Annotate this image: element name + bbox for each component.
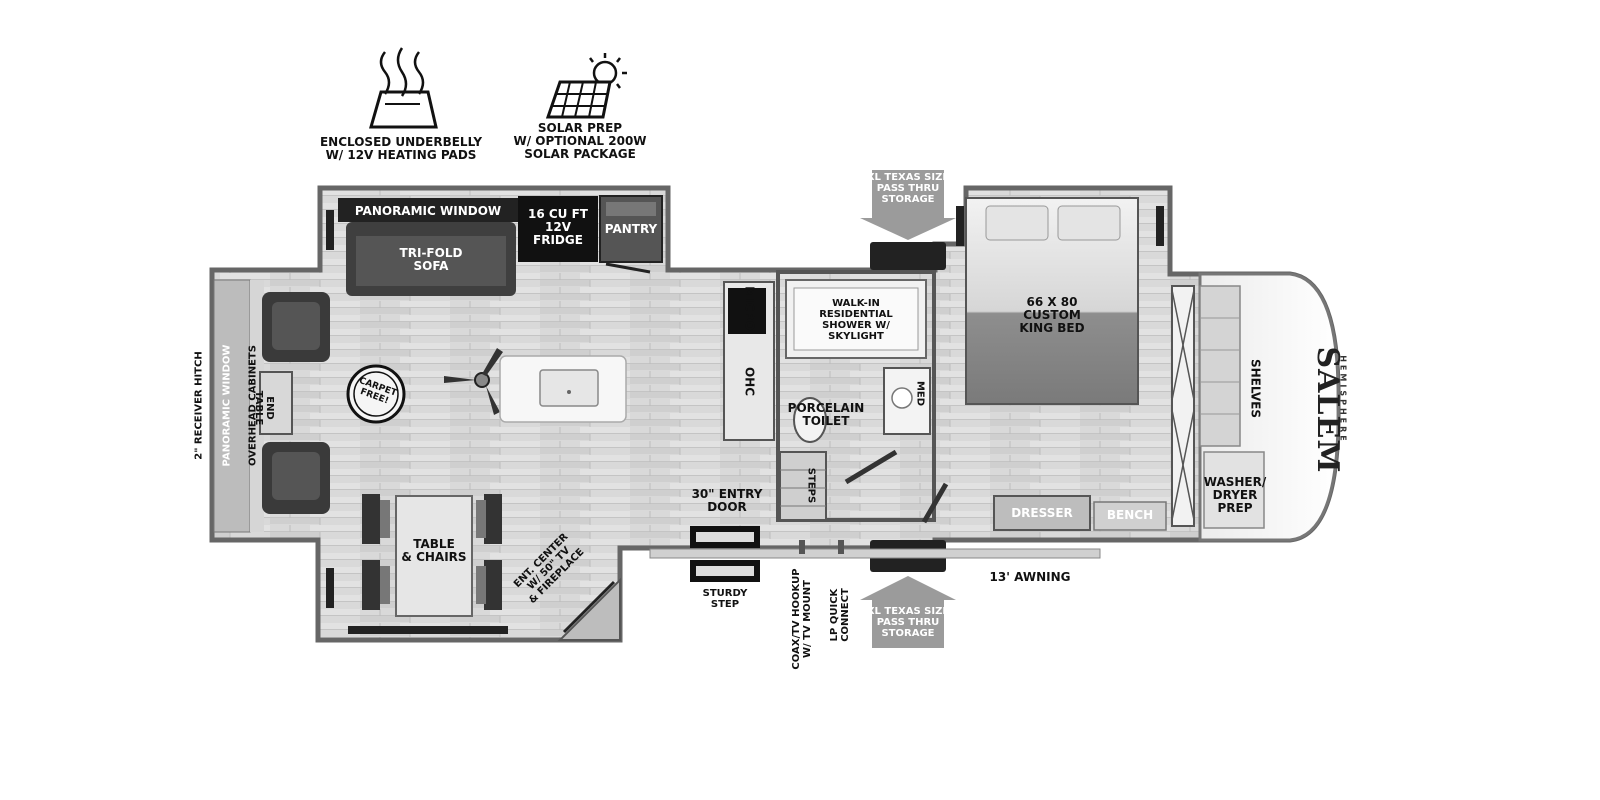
sink: [539, 369, 599, 407]
bench: [1093, 501, 1167, 531]
sofa-label: TRI-FOLD SOFA: [399, 246, 463, 273]
top-slideout-cabinet: [338, 198, 518, 222]
bottom-window: [348, 626, 508, 634]
overhead-cabinets-label: OVERHEAD CABINETS: [247, 345, 259, 466]
shelves-label: SHELVES: [1248, 358, 1263, 418]
closet-doors: [1171, 285, 1195, 527]
entry-door-label: 30" ENTRY DOOR: [691, 487, 763, 514]
awning: [649, 548, 1101, 559]
arrow-down: [860, 170, 956, 240]
washer-label: WASHER/ DRYER PREP: [1203, 475, 1267, 515]
toilet: [793, 397, 827, 443]
ohc-label: OHC: [742, 366, 757, 397]
micro-label: MICRO: [742, 286, 757, 331]
coax-label: COAX/TV HOOKUP W/ TV MOUNT: [791, 568, 813, 670]
solar-panel-icon: [545, 53, 627, 119]
window: [326, 568, 334, 608]
bath-door: [844, 449, 898, 485]
arrow-up: [860, 576, 956, 648]
carpet-free-badge: [346, 364, 406, 424]
pillow: [1057, 205, 1121, 241]
shower-label: WALK-IN RESIDENTIAL SHOWER W/ SKYLIGHT: [819, 298, 893, 342]
brand-sub: HEMISPHERE: [1338, 355, 1348, 444]
bench-label: BENCH: [1106, 508, 1154, 522]
pillow: [985, 205, 1049, 241]
ceiling-fan: [444, 348, 503, 415]
table-label: TABLE & CHAIRS: [401, 537, 467, 564]
storage-top: [870, 242, 946, 270]
panoramic-window-label: PANORAMIC WINDOW: [354, 204, 502, 218]
feature-solar-label: SOLAR PREP W/ OPTIONAL 200W SOLAR PACKAG…: [513, 121, 647, 161]
bed-label: 66 X 80 CUSTOM KING BED: [1019, 295, 1085, 335]
sturdy-step-label: STURDY STEP: [702, 588, 748, 610]
pantry-label: PANTRY: [604, 222, 658, 236]
window: [326, 210, 334, 250]
window: [1156, 206, 1164, 246]
recliner-top: [262, 292, 330, 362]
washer-dryer: [1203, 451, 1265, 529]
window: [956, 206, 964, 246]
receiver-hitch-label: 2" RECEIVER HITCH: [193, 351, 205, 460]
rear-window-label: PANORAMIC WINDOW: [221, 344, 233, 467]
coax-port: [799, 540, 805, 554]
steps-label: STEPS: [805, 467, 817, 504]
dining-table: [395, 495, 473, 617]
bathroom-walls: [776, 270, 936, 522]
dresser: [993, 495, 1091, 531]
lp-label: LP QUICK CONNECT: [829, 588, 851, 642]
lp-port: [838, 540, 844, 554]
storage-bottom-label: XL TEXAS SIZE PASS THRU STORAGE: [866, 606, 950, 639]
end-table: [259, 371, 293, 435]
feature-underbelly-label: ENCLOSED UNDERBELLY W/ 12V HEATING PADS: [319, 135, 483, 162]
med-label: MED: [914, 380, 926, 407]
fridge-label: 16 CU FT 12V FRIDGE: [528, 207, 588, 247]
bedroom-door: [921, 482, 949, 524]
closet-shelves: [1199, 285, 1241, 447]
fridge: [518, 196, 598, 262]
microwave: [728, 288, 766, 334]
steps: [779, 451, 827, 521]
toilet-label: PORCELAIN TOILET: [787, 401, 865, 428]
recliner-bottom: [262, 442, 330, 514]
chair: [362, 494, 502, 610]
awning-label: 13' AWNING: [989, 570, 1071, 584]
heating-icon: [369, 47, 438, 129]
ent-center: [557, 577, 621, 641]
dresser-label: DRESSER: [1011, 506, 1073, 520]
storage-top-label: XL TEXAS SIZE PASS THRU STORAGE: [866, 172, 950, 205]
